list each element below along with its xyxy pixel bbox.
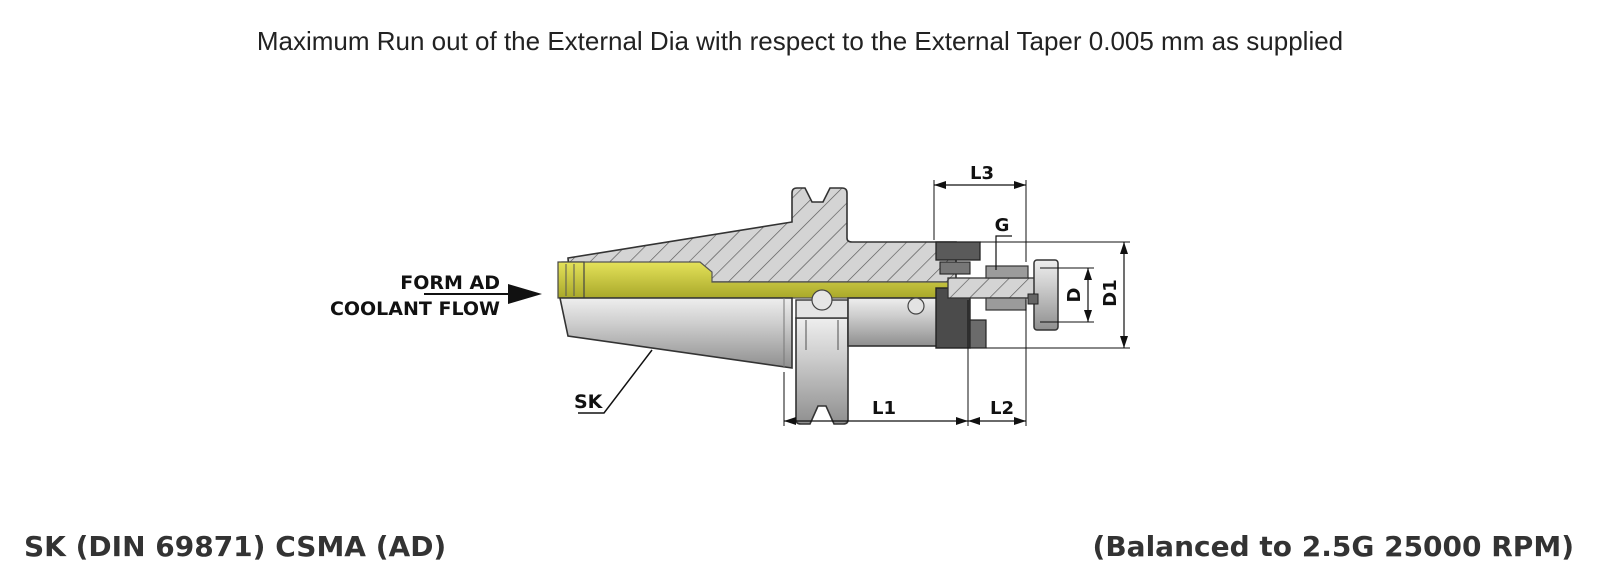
balance-spec: (Balanced to 2.5G 25000 RPM) [1092,530,1574,563]
l1-label: L1 [872,398,896,419]
l2-label: L2 [990,398,1014,419]
flange-hole [811,289,833,311]
runout-note: Maximum Run out of the External Dia with… [256,26,1344,56]
coolant-label-line2: COOLANT FLOW [330,298,500,320]
coolant-inlet [557,261,585,299]
product-name: SK (DIN 69871) CSMA (AD) [24,530,447,563]
g-leader-line [995,235,1012,270]
d-label: D [1064,288,1085,303]
sk-label: SK [574,391,604,413]
l3-label: L3 [970,163,994,184]
arbor-shaft [947,277,1039,299]
upper-section-hatch [567,187,957,283]
coolant-label-line1: FORM AD [400,272,500,294]
shank-lower [847,297,941,347]
taper-body [559,297,793,369]
coolant-arrow-icon [508,284,542,304]
d1-label: D1 [1100,279,1121,306]
g-label: G [995,215,1010,236]
flange-lower [795,317,849,425]
sk-leader-line [578,349,653,414]
